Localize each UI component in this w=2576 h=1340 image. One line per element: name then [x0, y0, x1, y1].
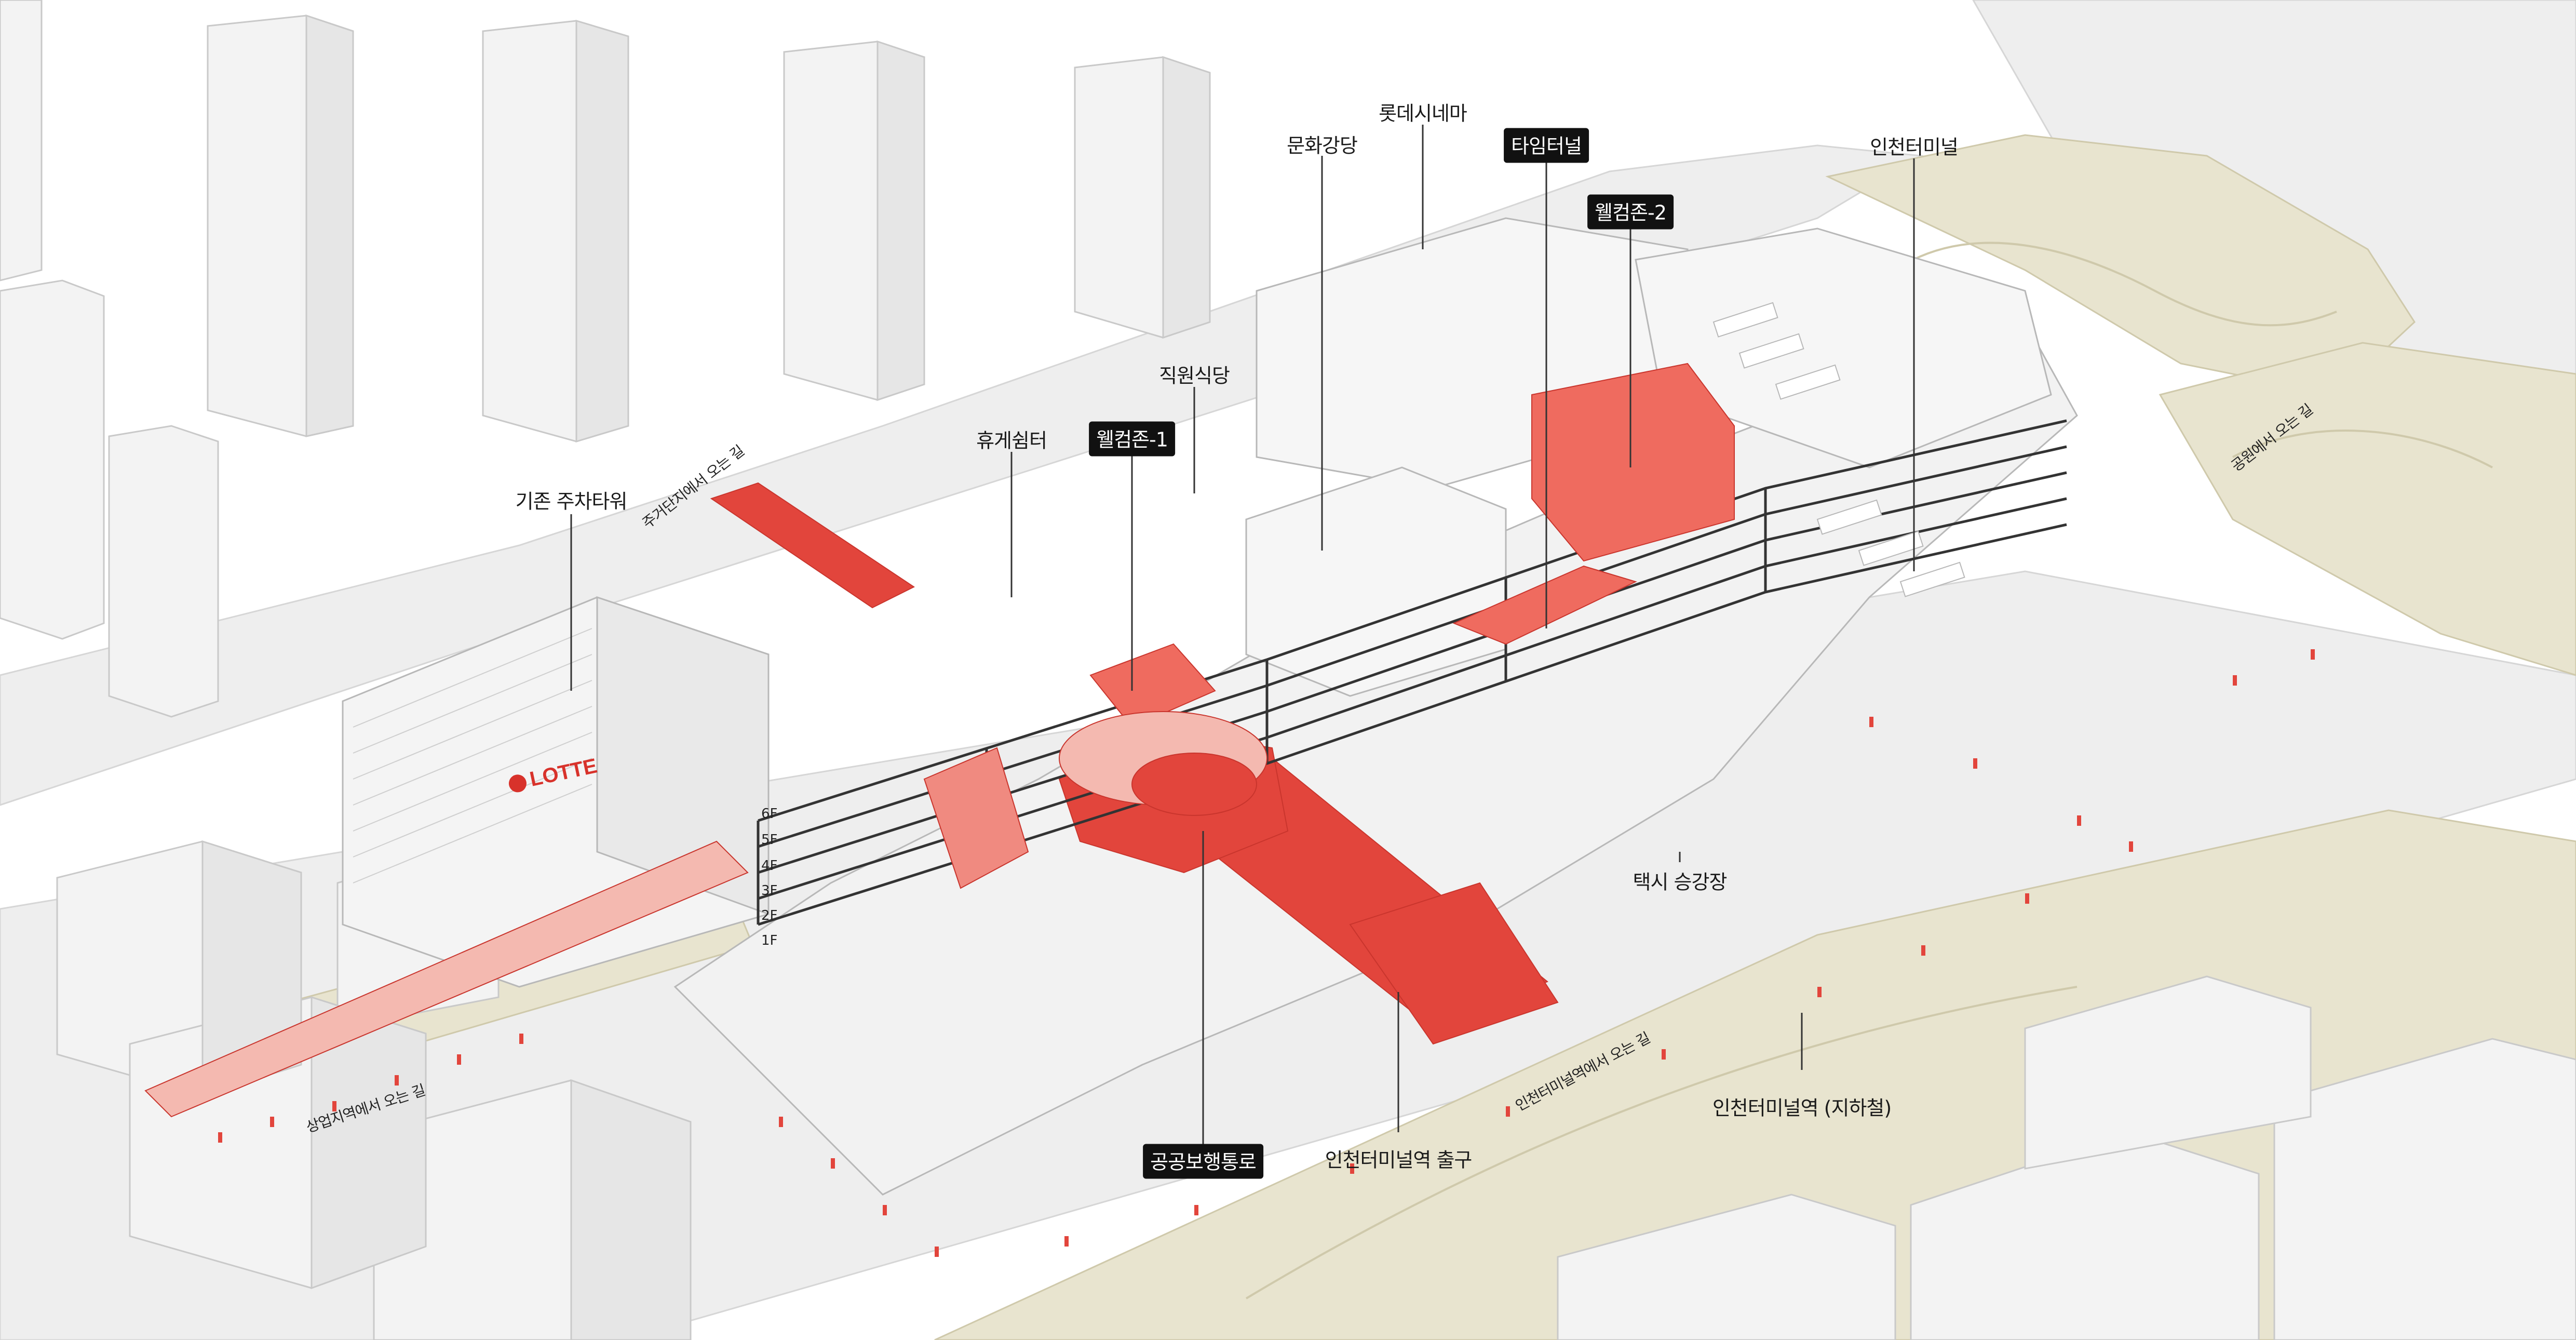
time-tunnel-volume — [1452, 565, 1637, 645]
label-rest-area: 휴게쉼터 — [976, 429, 1047, 452]
bus-lot — [1712, 302, 1965, 597]
block-se-1 — [1557, 1194, 1896, 1340]
label-welcome-zone-1: 웰컴존-1 — [1089, 421, 1175, 457]
label-staff-cafeteria: 직원식당 — [1159, 364, 1230, 387]
label-terminal-station: 인천터미널역 (지하철) — [1712, 1096, 1892, 1120]
west-volume — [923, 747, 1029, 889]
park-paths — [1245, 242, 2493, 1299]
leader-lines — [570, 125, 1915, 1153]
label-taxi-stand: 택시 승강장 — [1633, 870, 1728, 894]
floor-label-2f: 2F — [761, 908, 778, 923]
tower-7 — [0, 0, 43, 282]
floor-label-5f: 5F — [761, 832, 778, 848]
walkway-west — [144, 840, 749, 1118]
walkway-north — [710, 482, 915, 609]
lotte-logo-mark-icon — [507, 773, 529, 795]
label-time-tunnel: 타임터널 — [1504, 128, 1589, 163]
people — [218, 649, 2315, 1257]
complex-base — [673, 217, 2078, 1196]
label-incheon-terminal: 인천터미널 — [1870, 136, 1959, 159]
welcome-zone-2-volume — [1531, 363, 1735, 562]
red-volumes — [923, 363, 1735, 889]
label-public-walkway: 공공보행통로 — [1143, 1144, 1263, 1179]
walkways — [144, 482, 1559, 1118]
atrium-core — [1131, 753, 1257, 816]
block-se-4 — [2024, 975, 2312, 1170]
complex-footprint — [673, 321, 2078, 1196]
floor-label-6f: 6F — [761, 806, 778, 822]
floor-label-1f: 1F — [761, 933, 778, 948]
floor-label-4f: 4F — [761, 858, 778, 874]
label-lotte-cinema: 롯데시네마 — [1379, 102, 1467, 125]
walkway-east — [1349, 882, 1559, 1045]
label-culture-hall: 문화강당 — [1287, 134, 1358, 157]
floor-label-3f: 3F — [761, 883, 778, 899]
label-parking-tower: 기존 주차타워 — [515, 490, 628, 513]
label-station-exit: 인천터미널역 출구 — [1325, 1148, 1473, 1172]
tower-5 — [0, 279, 105, 640]
welcome-zone-1-volume — [1089, 643, 1216, 728]
block-se-3 — [2273, 1038, 2576, 1340]
label-welcome-zone-2: 웰컴존-2 — [1587, 194, 1674, 230]
park-ne-2 — [2159, 342, 2576, 676]
tower-6 — [108, 425, 219, 718]
park-ne-1 — [1825, 134, 2416, 396]
